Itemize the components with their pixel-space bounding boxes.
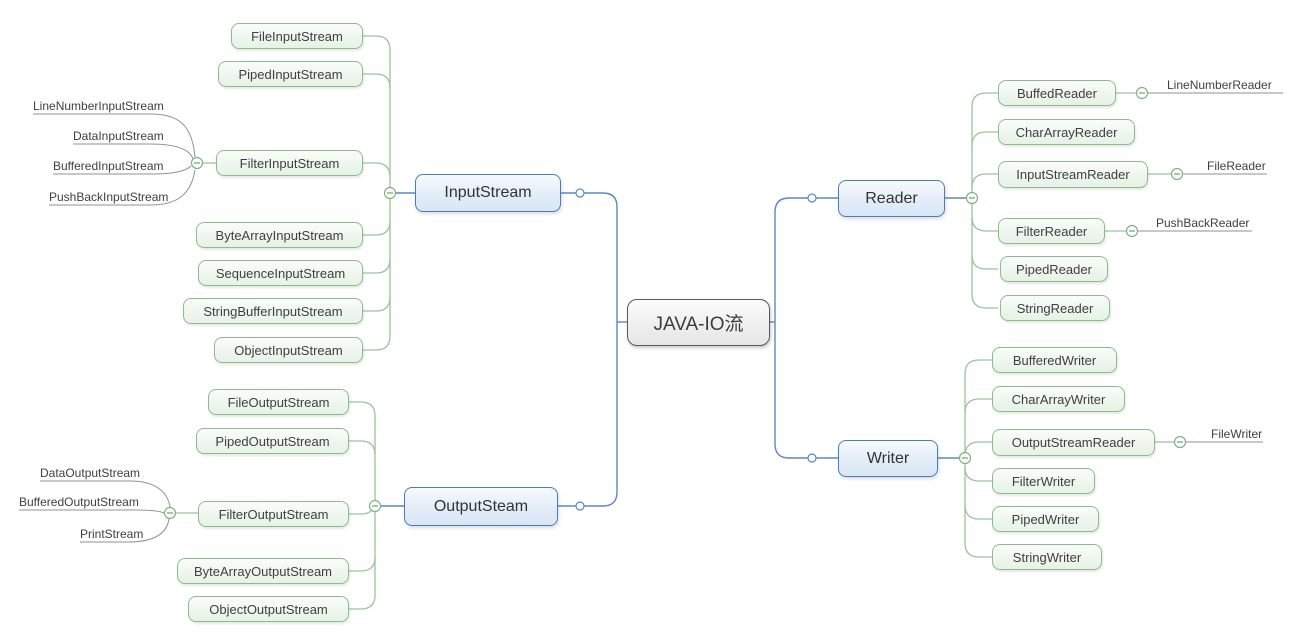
topic-filteroutputstream[interactable]: FilterOutputStream: [198, 501, 349, 527]
topic-linenumberinputstream[interactable]: LineNumberInputStream: [33, 99, 164, 113]
topic-pipedwriter[interactable]: PipedWriter: [992, 506, 1099, 532]
topic-fileinputstream[interactable]: FileInputStream: [231, 23, 363, 49]
branch-junction-icon: [807, 193, 817, 203]
topic-objectinputstream[interactable]: ObjectInputStream: [214, 337, 363, 363]
topic-sequenceinputstream[interactable]: SequenceInputStream: [198, 260, 363, 286]
collapse-minus-icon[interactable]: [1135, 86, 1149, 100]
topic-bufferedinputstream[interactable]: BufferedInputStream: [53, 159, 164, 173]
topic-inputstreamreader[interactable]: InputStreamReader: [998, 161, 1148, 188]
topic-objectoutputstream[interactable]: ObjectOutputStream: [188, 596, 349, 622]
topic-bufferedwriter[interactable]: BufferedWriter: [992, 347, 1117, 373]
topic-linenumberreader[interactable]: LineNumberReader: [1167, 78, 1272, 92]
topic-pushbackinputstream[interactable]: PushBackInputStream: [49, 190, 169, 204]
center-branch-lines: [381, 192, 966, 507]
branch-junction-icon: [807, 453, 817, 463]
topic-fileoutputstream[interactable]: FileOutputStream: [208, 389, 349, 415]
topic-bufferedoutputstream[interactable]: BufferedOutputStream: [19, 495, 139, 509]
right-sub-label-lines: [1138, 92, 1283, 443]
topic-bytearrayoutputstream[interactable]: ByteArrayOutputStream: [177, 558, 349, 584]
collapse-minus-icon[interactable]: [368, 499, 382, 513]
topic-pushbackreader[interactable]: PushBackReader: [1156, 216, 1250, 230]
topic-stringreader[interactable]: StringReader: [1000, 295, 1110, 321]
topic-buffedreader[interactable]: BuffedReader: [998, 80, 1116, 106]
topic-pipedoutputstream[interactable]: PipedOutputStream: [196, 428, 349, 454]
branch-junction-icon: [575, 188, 585, 198]
topic-writer[interactable]: Writer: [838, 440, 938, 477]
collapse-minus-icon[interactable]: [383, 186, 397, 200]
topic-filereader[interactable]: FileReader: [1207, 159, 1266, 173]
topic-stringwriter[interactable]: StringWriter: [992, 544, 1102, 570]
topic-filterwriter[interactable]: FilterWriter: [992, 468, 1095, 494]
topic-datainputstream[interactable]: DataInputStream: [73, 129, 164, 143]
collapse-minus-icon[interactable]: [1125, 224, 1139, 238]
topic-inputstream[interactable]: InputStream: [415, 174, 561, 212]
topic-outputstreamreader[interactable]: OutputStreamReader: [992, 429, 1155, 456]
topic-chararrayreader[interactable]: CharArrayReader: [998, 119, 1135, 145]
filterinputstream-sub-lines: [33, 113, 196, 206]
collapse-minus-icon[interactable]: [190, 156, 204, 170]
topic-dataoutputstream[interactable]: DataOutputStream: [40, 466, 141, 480]
collapse-minus-icon[interactable]: [958, 451, 972, 465]
branch-junction-icon: [575, 501, 585, 511]
topic-filterreader[interactable]: FilterReader: [998, 218, 1105, 244]
filteroutputstream-sub-lines: [19, 480, 171, 543]
topic-pipedreader[interactable]: PipedReader: [1000, 256, 1108, 282]
collapse-minus-icon[interactable]: [1170, 167, 1184, 181]
topic-outputsteam[interactable]: OutputSteam: [404, 487, 558, 526]
topic-bytearrayinputstream[interactable]: ByteArrayInputStream: [196, 222, 363, 248]
topic-filterinputstream[interactable]: FilterInputStream: [216, 150, 363, 176]
root-topic-java-io[interactable]: JAVA-IO流: [627, 299, 770, 346]
topic-stringbufferinputstream[interactable]: StringBufferInputStream: [183, 298, 363, 324]
topic-printstream[interactable]: PrintStream: [80, 527, 144, 541]
topic-reader[interactable]: Reader: [838, 180, 945, 217]
topic-pipedinputstream[interactable]: PipedInputStream: [218, 61, 363, 87]
collapse-minus-icon[interactable]: [1173, 435, 1187, 449]
topic-chararraywriter[interactable]: CharArrayWriter: [992, 386, 1125, 412]
collapse-minus-icon[interactable]: [965, 191, 979, 205]
topic-filewriter[interactable]: FileWriter: [1211, 427, 1263, 441]
collapse-minus-icon[interactable]: [163, 506, 177, 520]
